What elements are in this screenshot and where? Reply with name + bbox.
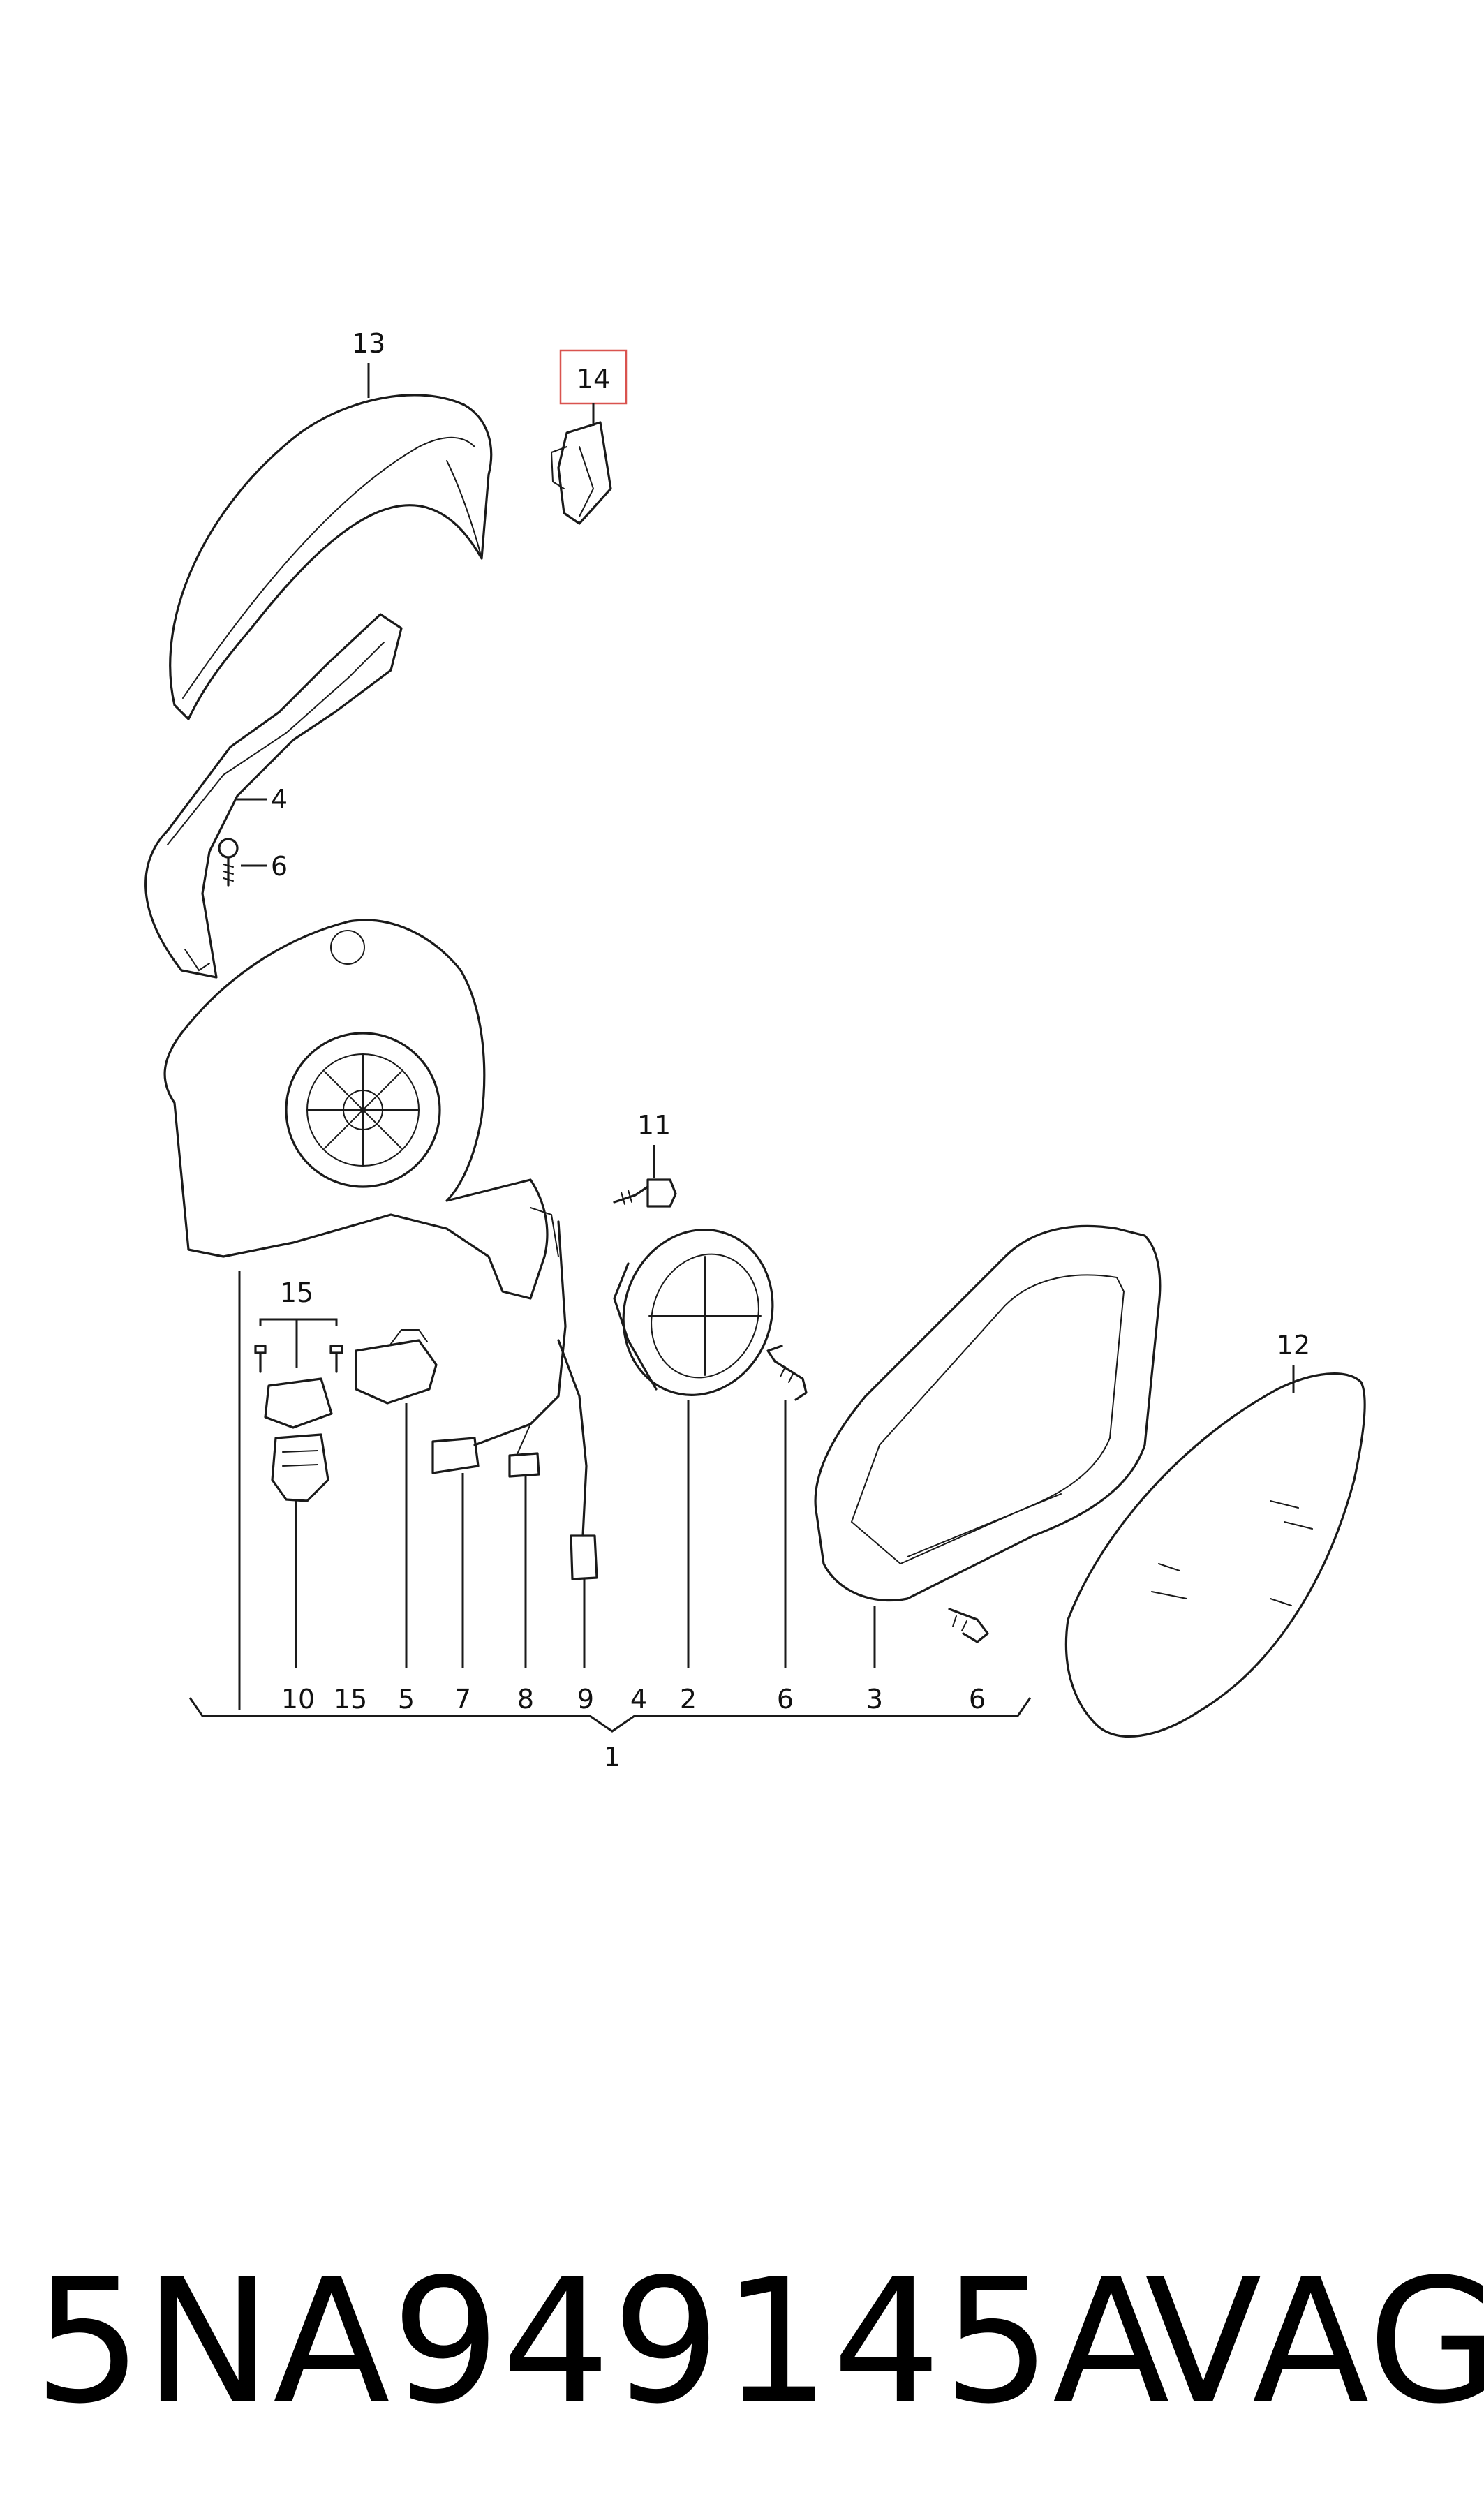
part-harness-7-8-9 — [431, 1220, 598, 1580]
bottom-label: 15 — [334, 1684, 367, 1715]
part-6-screw-mid — [766, 1345, 808, 1401]
callout-4: 4 — [271, 784, 288, 815]
bottom-label: 2 — [680, 1684, 697, 1715]
part-15-screws — [254, 1345, 343, 1373]
callout-15-top: 15 — [280, 1277, 313, 1308]
part-13-mirror-cap — [169, 394, 493, 720]
part-5-connector — [355, 1329, 438, 1405]
part-number: 5NA949145A — [34, 2242, 1171, 2441]
part-12-mirror-glass — [1064, 1372, 1366, 1738]
bottom-label: 9 — [577, 1684, 594, 1715]
bottom-label: 6 — [777, 1684, 794, 1715]
callout-11: 11 — [637, 1110, 671, 1141]
bottom-row-labels: 10 15 5 7 8 9 4 2 6 3 6 — [281, 1684, 986, 1715]
assembly-brace — [188, 1697, 1032, 1733]
callout-14: 14 — [577, 364, 610, 394]
bottom-label: 7 — [454, 1684, 471, 1715]
exploded-parts-diagram: 13 14 4 6 11 — [144, 328, 1366, 1772]
bottom-label: 5 — [398, 1684, 415, 1715]
bottom-label: 6 — [969, 1684, 986, 1715]
brand-label: VAG — [1145, 2242, 1484, 2441]
callout-6: 6 — [271, 851, 288, 882]
callout-1-assembly: 1 — [604, 1742, 621, 1772]
part-14-clip — [550, 421, 612, 525]
part-2-adjust-motor — [613, 1229, 774, 1396]
part-11-screw — [613, 1178, 677, 1208]
part-mirror-housing — [163, 919, 559, 1300]
leader-15-bracket — [259, 1318, 338, 1368]
bottom-leaders — [238, 1271, 876, 1710]
part-4-indicator — [144, 613, 403, 979]
part-3-mirror-carrier — [814, 1224, 1162, 1602]
bottom-label: 4 — [630, 1684, 647, 1715]
part-10-socket — [264, 1377, 333, 1502]
bottom-label: 10 — [281, 1684, 315, 1715]
bottom-label: 3 — [866, 1684, 883, 1715]
part-6-screw-top — [218, 838, 239, 887]
callout-12: 12 — [1277, 1330, 1310, 1361]
part-6-screw-bottom — [948, 1608, 989, 1643]
footer: 5NA949145A VAG — [0, 2227, 1484, 2457]
bottom-label: 8 — [517, 1684, 534, 1715]
callout-13: 13 — [352, 328, 385, 359]
